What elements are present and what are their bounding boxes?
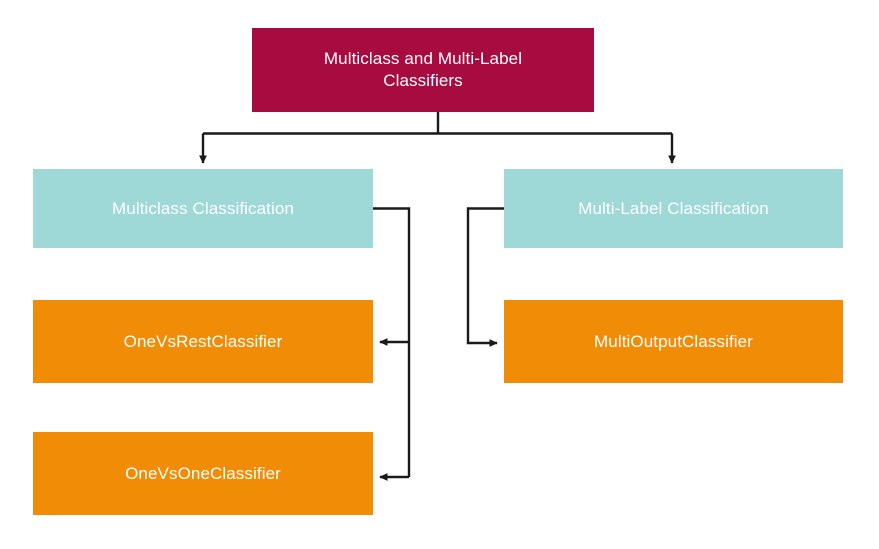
- node-multioutputclassifier[interactable]: MultiOutputClassifier: [504, 300, 843, 383]
- node-multiclass-classification-label: Multiclass Classification: [112, 198, 294, 218]
- edge-multilabel-to-multioutput: [466, 207, 504, 347]
- node-multioutputclassifier-label: MultiOutputClassifier: [594, 331, 753, 351]
- node-multiclass-classification[interactable]: Multiclass Classification: [33, 169, 373, 248]
- node-multi-label-classification[interactable]: Multi-Label Classification: [504, 169, 843, 248]
- node-onevsoneclassifier-label: OneVsOneClassifier: [125, 463, 281, 483]
- node-root-multiclass-multilabel-classifiers[interactable]: Multiclass and Multi-Label Classifiers: [252, 28, 594, 112]
- node-root-label: Multiclass and Multi-Label Classifiers: [323, 49, 523, 90]
- node-multi-label-classification-label: Multi-Label Classification: [578, 198, 769, 218]
- node-onevsrestclassifier-label: OneVsRestClassifier: [123, 331, 283, 351]
- node-onevsrestclassifier[interactable]: OneVsRestClassifier: [33, 300, 373, 383]
- node-onevsoneclassifier[interactable]: OneVsOneClassifier: [33, 432, 373, 515]
- edge-multiclass-spine: [373, 207, 411, 477]
